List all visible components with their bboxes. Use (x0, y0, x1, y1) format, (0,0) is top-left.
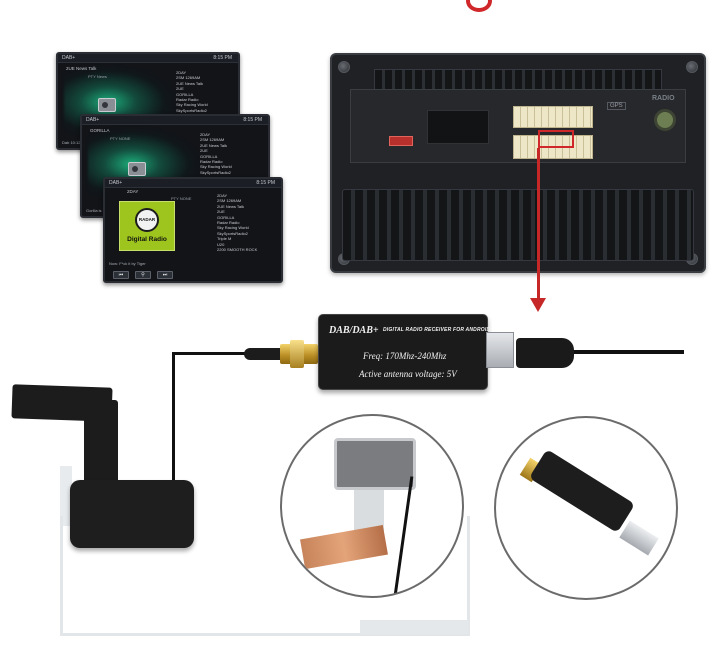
list-item[interactable]: 2DAY (176, 70, 187, 75)
list-item[interactable]: 2UE (217, 209, 225, 215)
current-station: 2UE News Talk (66, 66, 97, 71)
dab-receiver: DAB/DAB+ DIGITAL RADIO RECEIVER FOR ANDR… (318, 314, 491, 390)
station-list: 2DAY 2SM 1269AM 2UE News Talk 2UE GORILL… (200, 132, 232, 175)
clock: 8:15 PM (256, 180, 275, 186)
transport-controls: ⏮ ⚲ ⏭ (113, 271, 173, 279)
station-label: DAB+ (86, 117, 100, 123)
station-label: DAB+ (109, 180, 123, 186)
radio-label: RADIO (652, 95, 675, 102)
module-detail-circle (494, 416, 678, 600)
prev-icon[interactable]: ⏮ (113, 271, 129, 279)
current-station: GORILLA (90, 128, 110, 133)
list-item[interactable]: U20 (217, 241, 225, 247)
list-item[interactable]: GORILLA (176, 91, 194, 97)
list-item[interactable]: 2SM 1269AM (200, 137, 225, 143)
dab-receiver (528, 449, 636, 533)
antenna-wire (393, 476, 414, 596)
current-station: 2DAY (127, 189, 139, 194)
coax-cable (244, 348, 284, 360)
list-item[interactable]: GORILLA (200, 153, 218, 159)
list-item[interactable]: Radar Radio (176, 97, 199, 103)
search-icon[interactable]: ⚲ (135, 271, 151, 279)
cable (172, 352, 250, 355)
antenna-detail-circle (280, 414, 464, 598)
usb-plug (486, 332, 514, 368)
list-item[interactable]: 2DAY (217, 193, 228, 198)
usb-cable (574, 350, 684, 354)
dab-screen-3: DAB+ 8:15 PM 2DAY PTY NONE RADAR Digital… (103, 177, 283, 283)
module-voltage: Active antenna voltage: 5V (359, 369, 457, 379)
antenna-jack (654, 109, 676, 131)
sma-nut (290, 340, 304, 368)
status-bar: DAB+ 8:15 PM (105, 179, 281, 188)
list-item[interactable]: 2200 SMOOTH ROCK (217, 247, 258, 253)
list-item[interactable]: Radar Radio (200, 159, 223, 165)
lower-vent (342, 189, 694, 261)
list-item[interactable]: 2UE (176, 86, 184, 92)
list-item[interactable]: SkySportsRadio2 (176, 107, 207, 113)
gps-label: GPS (607, 102, 626, 110)
list-item[interactable]: GORILLA (217, 214, 235, 220)
status-bar: DAB+ 8:15 PM (58, 54, 238, 63)
connector-panel: GPS (350, 89, 686, 163)
radio-icon (128, 162, 146, 176)
clock: 8:15 PM (243, 117, 262, 123)
list-item[interactable]: Sky Racing World (217, 225, 249, 231)
list-item[interactable]: 2SM 1269AM (217, 198, 242, 204)
list-item[interactable]: Sky Racing World (200, 164, 232, 170)
screw (338, 61, 350, 73)
list-item[interactable]: Triple M (217, 236, 232, 242)
now-playing: Dab 10:12:32 (62, 140, 87, 145)
antenna-amplifier (334, 438, 416, 490)
arrow-head (530, 298, 546, 312)
list-item[interactable]: SkySportsRadio2 (200, 169, 231, 175)
screw (686, 61, 698, 73)
film-strip (60, 466, 72, 526)
list-item[interactable]: 2UE News Talk (200, 142, 228, 148)
head-unit-rear: GPS RADIO (330, 53, 706, 273)
film-antenna (60, 516, 470, 636)
list-item[interactable]: Radar Radio (217, 220, 240, 226)
port-highlight (538, 130, 574, 148)
logo-badge: RADAR (135, 208, 159, 232)
list-item[interactable]: SkySportsRadio2 (217, 230, 248, 236)
red-connector (389, 136, 413, 146)
now-playing: Now: F*ck it by Tiger (109, 261, 146, 266)
list-item[interactable]: Sky Racing World (176, 102, 208, 108)
red-arrow-icon (537, 148, 540, 304)
station-list: 2DAY 2SM 1269AM 2UE News Talk 2UE GORILL… (217, 193, 257, 252)
usb-extension (516, 338, 574, 368)
pty-label: PTY NONE (110, 136, 131, 141)
list-item[interactable]: 2UE News Talk (217, 203, 245, 209)
pty-label: PTY News (88, 74, 107, 79)
film-bar (360, 620, 468, 634)
usb-plug (619, 520, 659, 556)
list-item[interactable]: 2UE (200, 148, 208, 154)
pty-label: PTY NONE (171, 196, 192, 201)
flat-cable (84, 400, 118, 490)
station-logo: RADAR Digital Radio (119, 201, 175, 251)
cable (172, 352, 175, 484)
logo-caption: Digital Radio (127, 236, 167, 243)
station-label: DAB+ (62, 55, 76, 61)
radio-icon (98, 98, 116, 112)
next-icon[interactable]: ⏭ (157, 271, 173, 279)
clock: 8:15 PM (213, 55, 232, 61)
list-item[interactable]: 2DAY (200, 132, 211, 137)
module-frequency: Freq: 170Mhz-240Mhz (363, 351, 447, 361)
antenna-amplifier (70, 480, 194, 548)
copper-tape (300, 524, 388, 570)
red-arc-decoration (466, 0, 492, 12)
now-playing: Gorilla is Sizzin (86, 208, 114, 213)
list-item[interactable]: 2UE News Talk (176, 80, 204, 86)
status-bar: DAB+ 8:15 PM (82, 116, 268, 125)
module-subtitle: DIGITAL RADIO RECEIVER FOR ANDROID (383, 327, 491, 333)
harness-connector (513, 106, 593, 128)
module-title: DAB/DAB+ (329, 325, 379, 336)
station-list: 2DAY 2SM 1269AM 2UE News Talk 2UE GORILL… (176, 70, 208, 113)
port-block (427, 110, 489, 144)
list-item[interactable]: 2SM 1269AM (176, 75, 201, 81)
